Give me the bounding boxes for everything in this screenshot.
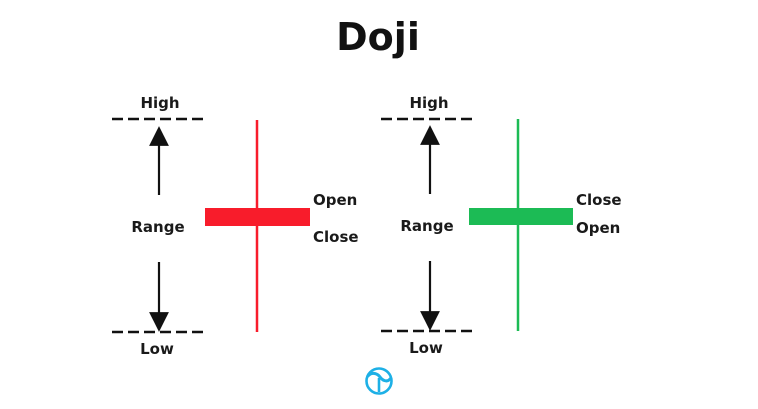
right-close-label: Close: [576, 191, 622, 209]
left-doji-group: High Range Low Open Close: [112, 94, 359, 358]
left-open-label: Open: [313, 191, 357, 209]
right-low-label: Low: [409, 339, 443, 357]
left-high-label: High: [140, 94, 179, 112]
right-high-label: High: [409, 94, 448, 112]
right-range-label: Range: [400, 217, 453, 235]
left-low-label: Low: [140, 340, 174, 358]
right-open-label: Open: [576, 219, 620, 237]
right-candle-body: [469, 208, 573, 225]
brand-logo-icon: [365, 367, 393, 395]
page-title: Doji: [336, 15, 420, 59]
left-close-label: Close: [313, 228, 359, 246]
left-range-label: Range: [131, 218, 184, 236]
left-candle-body: [205, 208, 310, 226]
right-doji-group: High Range Low Close Open: [381, 94, 622, 357]
